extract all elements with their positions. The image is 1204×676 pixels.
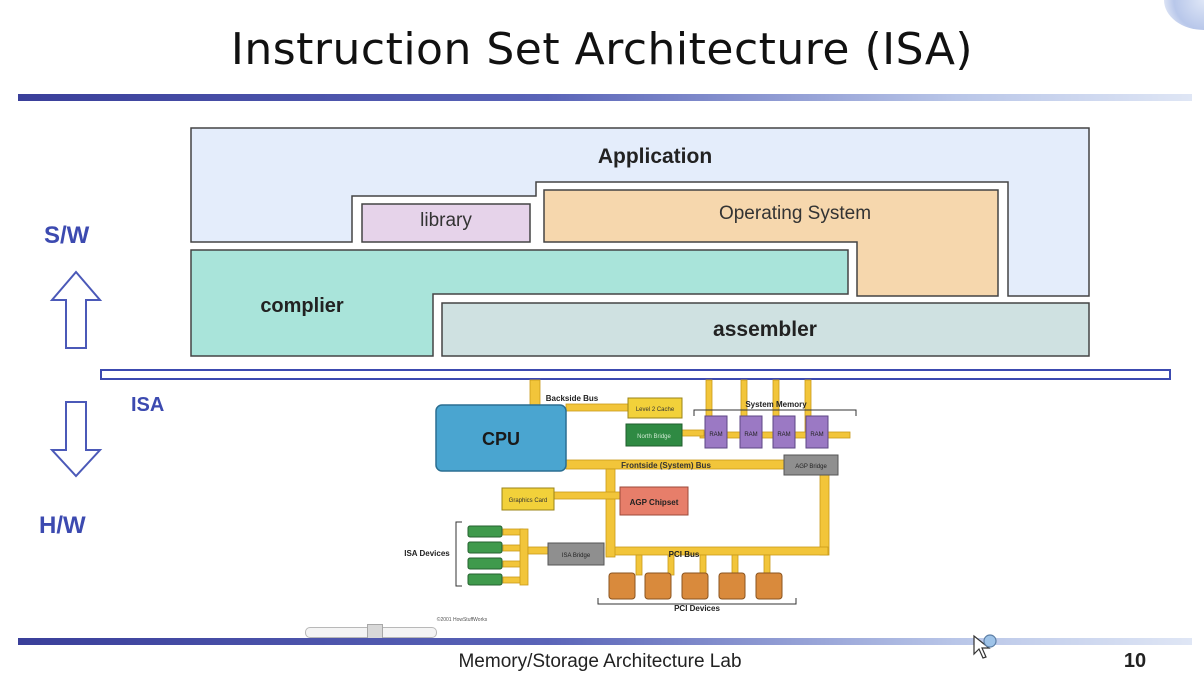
- cpu-label: CPU: [482, 429, 520, 449]
- operating-system-label: Operating System: [718, 203, 872, 224]
- agp-bridge-label: AGP Bridge: [795, 464, 827, 470]
- isa-device: [467, 541, 503, 554]
- isa-label: ISA: [131, 394, 165, 416]
- level2-cache: [627, 397, 683, 419]
- system-memory-label: System Memory: [745, 400, 807, 409]
- backside-bus-label: Backside Bus: [546, 394, 599, 403]
- pci-device: [608, 572, 636, 600]
- north-bridge-label: North Bridge: [637, 434, 671, 440]
- ram-module: [739, 415, 763, 449]
- agp-bridge: [783, 454, 839, 476]
- diagram-credit: ©2001 HowStuffWorks: [437, 616, 488, 623]
- pci-device: [755, 572, 783, 600]
- footer-rule: [18, 638, 1192, 645]
- up-arrow-icon: [49, 270, 103, 349]
- isa-bridge-label: ISA Bridge: [562, 553, 591, 559]
- assembler-layer: [441, 302, 1090, 357]
- level2-cache-label: Level 2 Cache: [636, 407, 675, 413]
- graphics-card: [501, 487, 555, 511]
- pci-bus-label: PCI Bus: [669, 550, 700, 559]
- north-bridge: [625, 423, 683, 447]
- assembler-label: assembler: [713, 318, 817, 341]
- library-layer: [361, 203, 531, 243]
- pci-devices-label: PCI Devices: [674, 604, 720, 613]
- application-label: Application: [597, 145, 713, 168]
- isa-devices-label: ISA Devices: [404, 549, 450, 558]
- agp-chipset: [619, 486, 689, 516]
- pci-device: [644, 572, 672, 600]
- slide-title: Instruction Set Architecture (ISA): [230, 24, 974, 75]
- ram-label: RAM: [709, 432, 722, 438]
- isa-bridge: [547, 542, 605, 566]
- pci-device: [718, 572, 746, 600]
- graphics-card-label: Graphics Card: [509, 498, 548, 504]
- isa-device: [467, 573, 503, 586]
- isa-device: [467, 525, 503, 538]
- ram-module: [772, 415, 796, 449]
- ram-label: RAM: [744, 432, 757, 438]
- agp-chipset-label: AGP Chipset: [630, 498, 679, 507]
- footer-lab-name: Memory/Storage Architecture Lab: [458, 651, 742, 672]
- cpu-chip: [435, 404, 567, 472]
- cursor-icon: [973, 634, 997, 659]
- page-number: 10: [1123, 650, 1147, 672]
- application-layer: [190, 127, 1090, 297]
- ram-module: [704, 415, 728, 449]
- ram-label: RAM: [810, 432, 823, 438]
- library-label: library: [420, 210, 472, 231]
- sw-label: S/W: [44, 222, 90, 249]
- compiler-label: complier: [260, 295, 344, 317]
- ram-label: RAM: [777, 432, 790, 438]
- hw-label: H/W: [39, 512, 86, 539]
- down-arrow-icon: [49, 401, 103, 478]
- compiler-layer: [190, 249, 849, 357]
- pci-device: [681, 572, 709, 600]
- operating-system-layer: [543, 189, 999, 297]
- ram-module: [805, 415, 829, 449]
- frontside-bus-label: Frontside (System) Bus: [621, 461, 711, 470]
- software-stack-diagram: [100, 127, 1171, 380]
- isa-device: [467, 557, 503, 570]
- isa-bar: [100, 369, 1171, 380]
- title-underline: [18, 94, 1192, 101]
